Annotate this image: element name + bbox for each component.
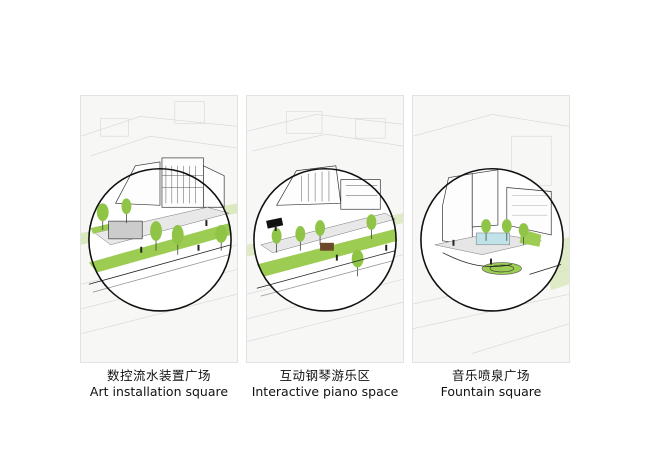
panel-art-installation-square bbox=[80, 95, 238, 363]
piano-bench bbox=[320, 242, 334, 251]
water-feature bbox=[475, 232, 511, 246]
caption-zh: 音乐喷泉广场 bbox=[451, 368, 530, 383]
people bbox=[452, 239, 492, 265]
fountain-basin bbox=[481, 262, 522, 275]
trees bbox=[481, 219, 529, 245]
caption-en: Art installation square bbox=[89, 384, 229, 399]
plaza-ground bbox=[260, 212, 396, 253]
people bbox=[140, 220, 208, 253]
caption-zh: 数控流水装置广场 bbox=[106, 368, 211, 383]
piano-installation bbox=[266, 217, 284, 229]
fountain-ring bbox=[489, 264, 515, 273]
buildings bbox=[114, 157, 225, 208]
panel-interactive-piano-space bbox=[246, 95, 404, 363]
path-lines bbox=[442, 252, 562, 275]
piano-space-illustration bbox=[247, 111, 403, 342]
people bbox=[274, 225, 388, 261]
zoom-circle bbox=[88, 167, 232, 312]
caption-en: Interactive piano space bbox=[251, 384, 399, 399]
caption-fountain-square: 音乐喷泉广场 Fountain square bbox=[401, 368, 581, 400]
caption-en: Fountain square bbox=[440, 384, 542, 399]
grass-strip bbox=[88, 223, 232, 273]
caption-zh: 互动钢琴游乐区 bbox=[279, 368, 371, 383]
buildings bbox=[442, 169, 552, 246]
panel-fountain-square bbox=[412, 95, 570, 363]
street-lines bbox=[88, 244, 232, 293]
buildings bbox=[276, 165, 381, 210]
zoom-circle bbox=[420, 167, 564, 312]
grass-strip bbox=[256, 229, 398, 277]
fountain-square-illustration bbox=[413, 114, 569, 354]
street-lines bbox=[256, 250, 396, 297]
caption-art-installation: 数控流水装置广场 Art installation square bbox=[69, 368, 249, 400]
art-installation bbox=[108, 220, 143, 240]
art-installation-illustration bbox=[81, 101, 237, 334]
trees bbox=[96, 198, 228, 255]
caption-piano-space: 互动钢琴游乐区 Interactive piano space bbox=[235, 368, 415, 400]
trees bbox=[271, 214, 377, 277]
zoom-circle bbox=[253, 167, 397, 312]
